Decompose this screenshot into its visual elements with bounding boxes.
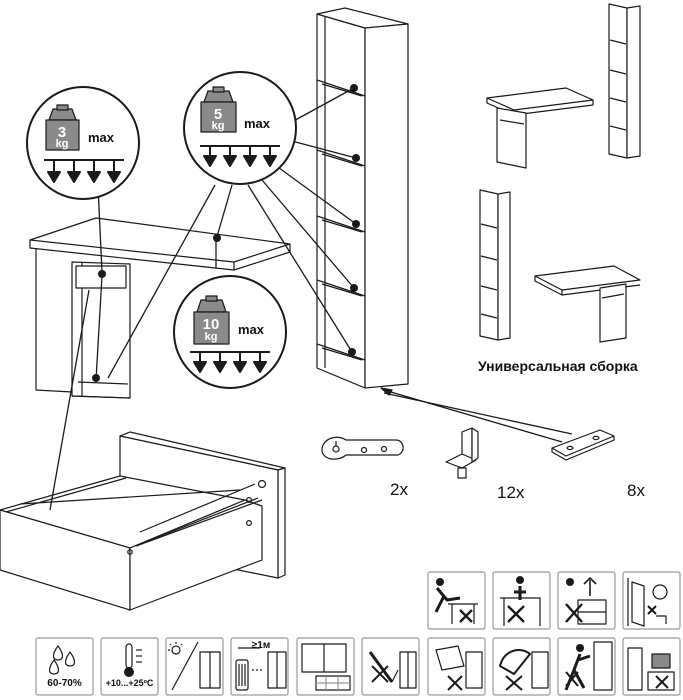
- leader-lines: [49, 87, 573, 511]
- no-climbing-icon: [564, 641, 613, 691]
- bracket-quantity: 2x: [390, 480, 408, 499]
- window-icon: [301, 643, 351, 691]
- no-tilting-icon: [435, 645, 483, 691]
- care-icons-row-2: [35, 637, 681, 696]
- desk-shelf-load-unit: kg: [204, 331, 218, 343]
- temperature-label: +10...+25ºC: [105, 678, 154, 688]
- no-heavy-load-icon: [627, 647, 675, 691]
- plate-quantity: 8x: [627, 481, 645, 500]
- drawer-load-max: max: [88, 130, 115, 145]
- humidity-label: 60-70%: [47, 678, 82, 689]
- wall-anchor-icon: [627, 578, 668, 627]
- no-sharp-tools-icon: [368, 651, 417, 689]
- no-sitting-on-drawer-icon: [500, 576, 541, 626]
- corner-block-quantity: 12x: [497, 483, 525, 502]
- shelf-load-value: 5: [213, 106, 223, 123]
- shelf-load-max: max: [244, 116, 271, 131]
- layout-view-2: [479, 189, 641, 343]
- humidity-icon: [48, 645, 76, 675]
- tall-shelf-unit: [316, 7, 409, 389]
- load-callout-desk-shelf: [173, 275, 287, 389]
- leader-dots: [92, 84, 360, 382]
- sunlight-icon: [168, 641, 221, 691]
- layout-view-1: [486, 3, 641, 169]
- no-spills-icon: [499, 649, 549, 691]
- corner-block-hardware: [445, 427, 479, 479]
- distance-label: ≥1м: [251, 640, 271, 651]
- desk-shelf-load-max: max: [238, 322, 265, 337]
- heater-distance-icon: [235, 647, 287, 691]
- shelf-load-unit: kg: [211, 120, 225, 132]
- safety-icons-row-1: [427, 571, 681, 630]
- bracket-hardware: [321, 436, 404, 460]
- plate-hardware: [551, 429, 615, 461]
- temperature-icon: [124, 643, 142, 677]
- no-stacking-icon: [565, 577, 607, 625]
- drawer-load-unit: kg: [55, 138, 69, 150]
- load-callout-shelf: [183, 71, 297, 185]
- universal-assembly-caption: Универсальная сборка: [478, 358, 638, 374]
- load-callout-drawer: [26, 86, 140, 200]
- no-standing-on-desk-icon: [434, 578, 478, 624]
- drawer-detail: [0, 431, 286, 611]
- drawer-load-value: 3: [57, 124, 67, 141]
- desk-shelf-load-value: 10: [202, 316, 220, 333]
